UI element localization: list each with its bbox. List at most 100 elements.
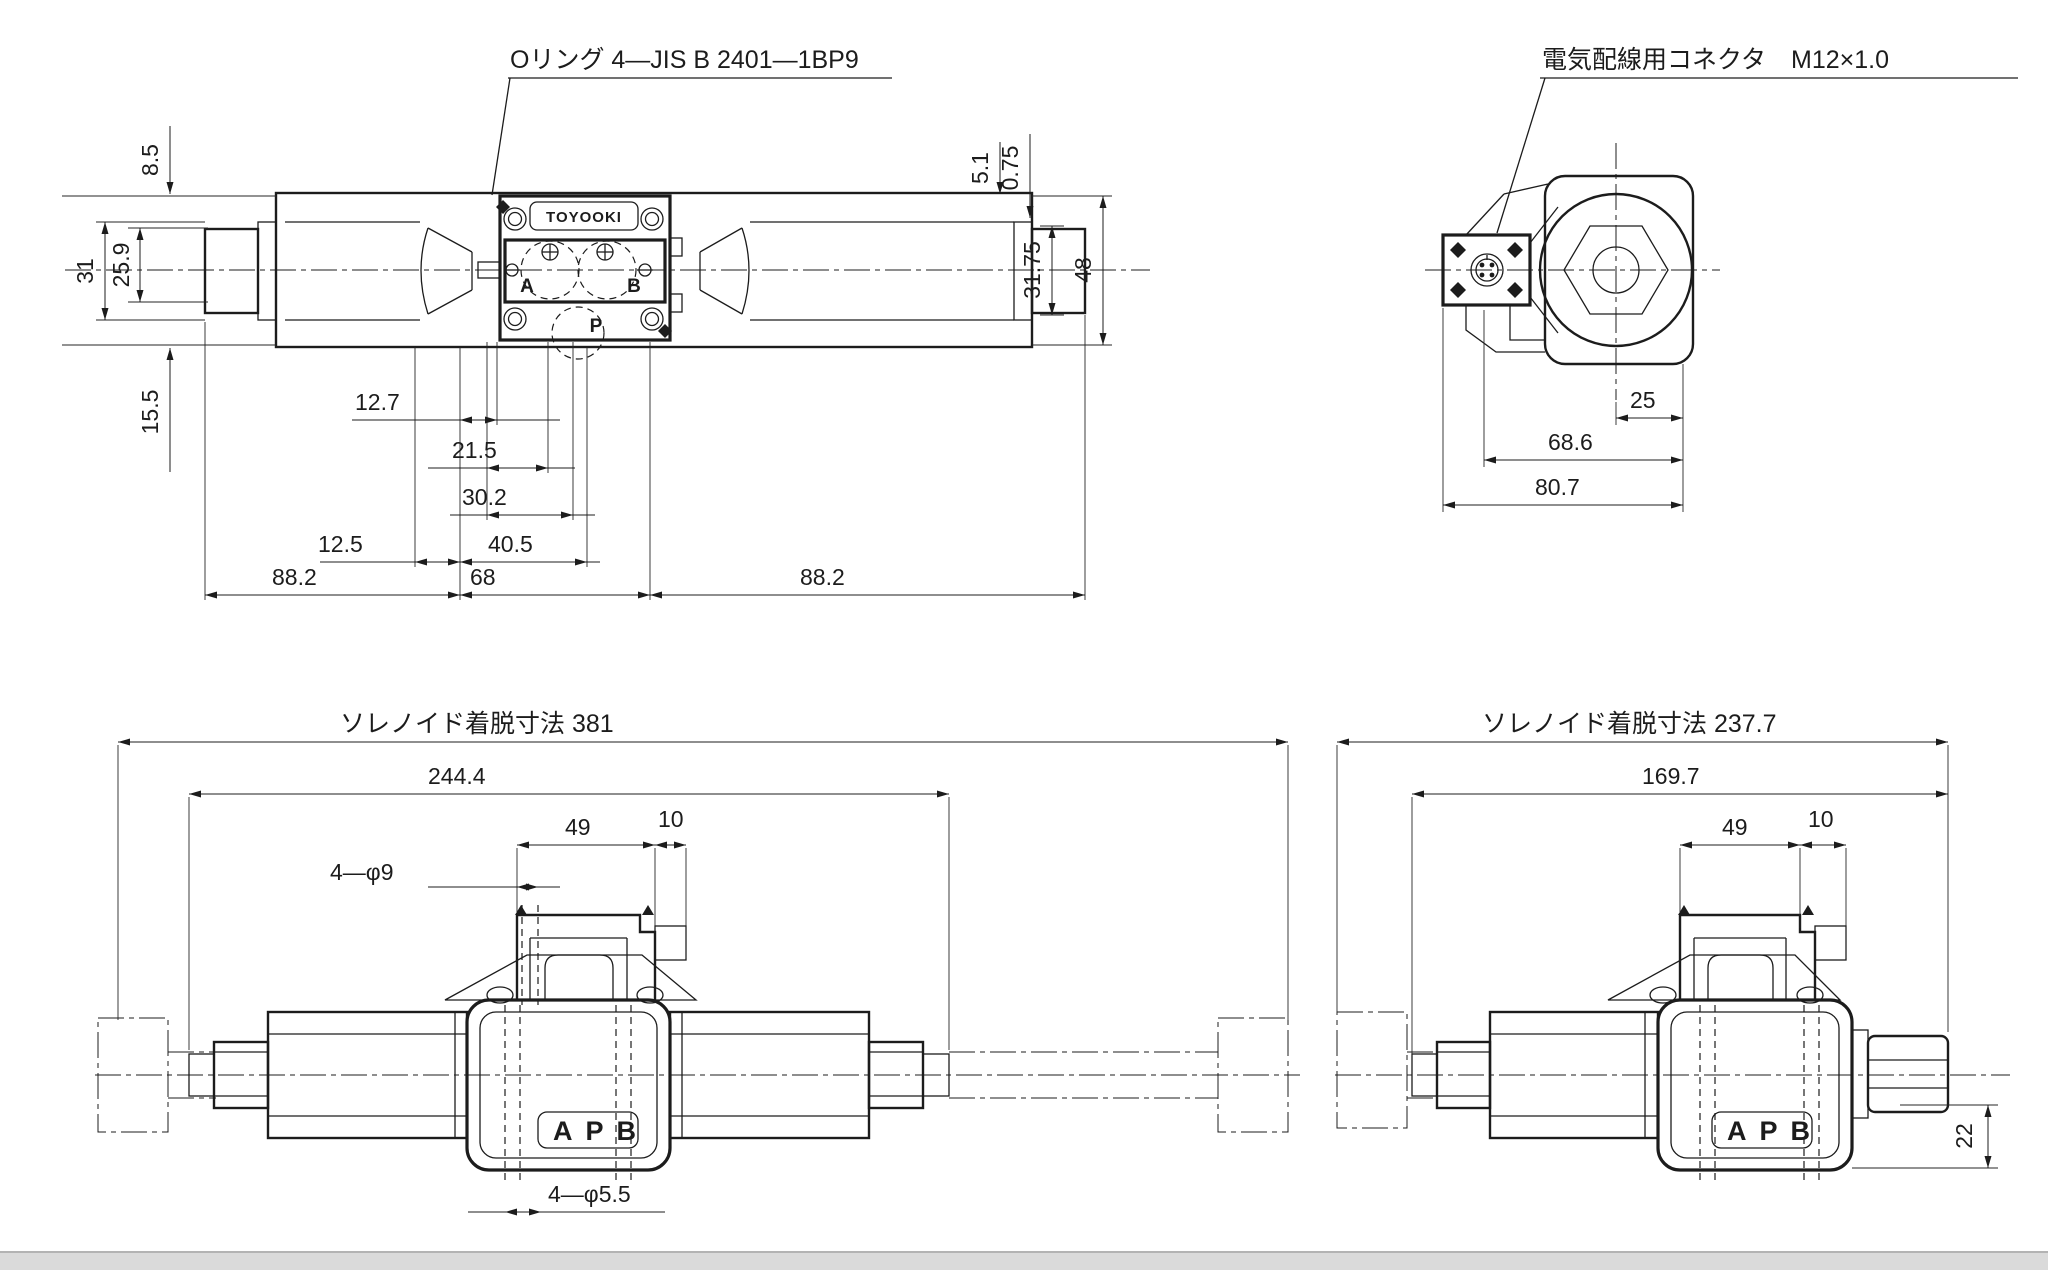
oring-callout: Oリング 4—JIS B 2401—1BP9	[491, 46, 892, 196]
port-circle-hidden	[551, 306, 605, 360]
right-end-step	[922, 1053, 950, 1097]
connector-screw-icon	[1507, 242, 1523, 258]
phantom-left	[97, 1017, 216, 1133]
end-view-dimensions: 25 68.6 80.7	[1442, 308, 1684, 512]
port-face	[503, 238, 667, 304]
dim-4-phi9: 4—φ9	[330, 859, 394, 885]
connector-square	[1441, 233, 1532, 307]
bolt-head	[486, 986, 514, 1004]
dim-4-phi5.5: 4—φ5.5	[548, 1181, 631, 1207]
bolt-tip-icon	[642, 905, 654, 915]
end-body-circle	[1538, 192, 1694, 348]
dim-31.75: 31.75	[1019, 241, 1045, 299]
dim-68.6: 68.6	[1548, 429, 1593, 455]
plug-flange	[1851, 1029, 1869, 1119]
dim-80.7: 80.7	[1535, 474, 1580, 500]
brand-plate	[529, 201, 639, 231]
side-double-dimensions: ソレノイド着脱寸法 381 244.4 49 10 4—φ9 4—φ5.5	[117, 710, 1289, 1216]
side-boss	[669, 293, 683, 313]
dim-244.4: 244.4	[428, 763, 486, 789]
phantom-right	[949, 1017, 1289, 1133]
center-hole	[1592, 246, 1640, 294]
right-end-cap	[1030, 227, 1087, 315]
bolt-head	[1649, 986, 1677, 1004]
dim-8.5: 8.5	[137, 144, 163, 176]
bolt-tip-icon	[515, 905, 527, 915]
bracket-tab	[654, 925, 687, 961]
apb-label: APB	[553, 1116, 649, 1146]
port-circle-hidden	[577, 240, 637, 300]
phantom-left-single	[1336, 1011, 1437, 1129]
oring-leader-line	[491, 77, 511, 196]
dim-25.9: 25.9	[108, 243, 134, 288]
mounting-bracket-single	[1649, 905, 1847, 1004]
plan-left-dimensions: 8.5 31 25.9 15.5	[62, 126, 276, 472]
gauge-ports	[504, 243, 653, 277]
dim-88.2-left: 88.2	[272, 564, 317, 590]
brand-label: TOYOOKI	[546, 209, 622, 226]
connector-screw-icon	[1507, 282, 1523, 298]
end-view: 電気配線用コネクタ M12×1.0	[1425, 46, 2018, 512]
dim-25: 25	[1630, 387, 1656, 413]
top-plan-view: TOYOOKI A B P	[62, 46, 1150, 600]
hex-plug	[1866, 1034, 1950, 1114]
coil-yoke	[444, 954, 698, 1001]
bolt-head	[636, 986, 664, 1004]
valve-block: TOYOOKI A B P	[496, 194, 683, 360]
dim-12.7: 12.7	[355, 389, 400, 415]
corner-screw-icon	[658, 324, 672, 338]
side-single-dimensions: ソレノイド着脱寸法 237.7 169.7 49 10 22	[1336, 710, 1998, 1169]
bolt-head	[1796, 986, 1824, 1004]
side-boss	[669, 237, 683, 257]
mounting-bracket-double	[486, 905, 687, 1005]
dim-68: 68	[470, 564, 496, 590]
apb-plate	[537, 1111, 639, 1149]
valve-body-inner	[1670, 1011, 1840, 1159]
dim-88.2-right: 88.2	[800, 564, 845, 590]
valve-body-inner	[479, 1011, 658, 1159]
side-view-double-solenoid: APB ソレノイド着脱寸法 381	[95, 710, 1300, 1216]
side-view-single-solenoid: APB ソレノイド着脱寸法 237.7	[1335, 710, 2010, 1180]
title-solenoid-removal-237.7: ソレノイド着脱寸法 237.7	[1482, 710, 1777, 738]
oring-label: Oリング 4—JIS B 2401—1BP9	[510, 46, 859, 74]
dim-169.7: 169.7	[1642, 763, 1700, 789]
bolt-tip-icon	[1802, 905, 1814, 915]
right-waist-curve	[699, 227, 750, 315]
dim-30.2: 30.2	[462, 484, 507, 510]
port-p-label: P	[590, 316, 603, 337]
solenoid-end-body	[1538, 174, 1695, 366]
dim-15.5: 15.5	[137, 390, 163, 435]
port-b-label: B	[627, 276, 641, 297]
plan-right-dimensions: 5.1 0.75 31.75 48	[967, 134, 1112, 346]
left-waist-curve	[420, 227, 473, 315]
connector-callout: 電気配線用コネクタ M12×1.0	[1496, 46, 2018, 234]
m12-connector	[1441, 233, 1532, 307]
footer-band	[0, 1251, 2048, 1270]
plan-body	[203, 191, 1087, 349]
valve-body	[465, 998, 672, 1172]
left-cap-flange	[257, 221, 277, 321]
corner-screw-icon	[496, 200, 510, 214]
port-circle-hidden	[520, 240, 580, 300]
left-end-cap	[203, 227, 260, 315]
dim-40.5: 40.5	[488, 531, 533, 557]
dim-48: 48	[1070, 257, 1096, 283]
apb-plate	[1711, 1111, 1813, 1149]
coil-yoke	[1607, 954, 1842, 1001]
dim-0.75: 0.75	[997, 146, 1023, 191]
port-a-label: A	[520, 276, 534, 297]
connector-leader-line	[1496, 77, 1546, 234]
dim-10-single: 10	[1808, 806, 1834, 832]
side-single-body: APB	[1411, 954, 1950, 1180]
apb-label: APB	[1727, 1116, 1823, 1146]
side-double-body: APB	[188, 954, 950, 1180]
dim-31: 31	[72, 258, 98, 284]
title-solenoid-removal-381: ソレノイド着脱寸法 381	[340, 710, 614, 738]
dim-49-single: 49	[1722, 814, 1748, 840]
connector-screw-icon	[1450, 282, 1466, 298]
dim-49: 49	[565, 814, 591, 840]
bracket-tab	[1814, 925, 1847, 961]
dim-22: 22	[1951, 1123, 1977, 1149]
